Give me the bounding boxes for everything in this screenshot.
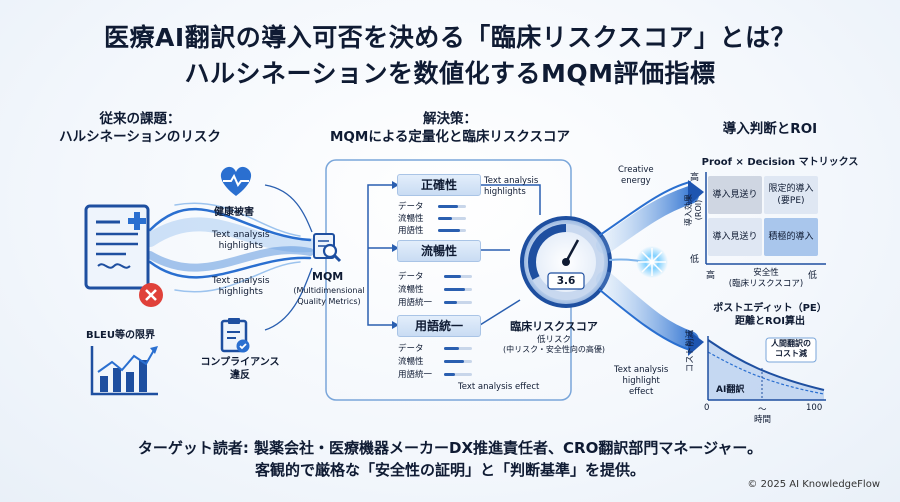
bar-chart-icon: [90, 346, 158, 396]
text-analysis-effect-label: Text analysis effect: [458, 382, 540, 392]
copyright: © 2025 AI KnowledgeFlow: [747, 479, 880, 490]
text-analysis-label-2: Text analysis highlights: [212, 276, 270, 297]
text-analysis-highlights-label: Text analysis highlights: [484, 176, 539, 197]
left-wave-streams: [143, 202, 317, 293]
metric-accuracy-item: 流暢性: [398, 214, 424, 224]
metric-fluency-item: 流暢性: [398, 285, 424, 295]
pe-x-tick-0: 0: [704, 403, 710, 413]
highlight-effect-label: Text analysis highlight effect: [614, 365, 669, 397]
error-x-icon: [139, 283, 163, 307]
matrix-x-low: 低: [808, 271, 818, 281]
pe-ai-label: AI翻訳: [716, 385, 745, 395]
problem-heading: 従来の課題： ハルシネーションのリスク: [59, 111, 221, 145]
metric-bar: [438, 229, 466, 232]
matrix-y-label: 導入効果 (ROI): [684, 194, 703, 226]
page-title: 医療AI翻訳の導入可否を決める「臨床リスクスコア」とは？: [104, 23, 796, 52]
metric-accuracy-item: データ: [398, 202, 424, 212]
metric-terminology-item: 用語統一: [398, 370, 433, 380]
document-icon: [84, 204, 150, 290]
pe-y-label: コスト削減: [685, 329, 696, 373]
pe-chart-title: ポストエディット（PE） 距離とROI算出: [713, 303, 827, 327]
metric-bar: [438, 217, 466, 220]
metric-bar: [438, 205, 466, 208]
metric-terminology-item: 流暢性: [398, 357, 424, 367]
risk-level-label: 低リスク: [536, 335, 571, 345]
matrix-x-high: 高: [706, 271, 716, 281]
pe-x-label: 時間: [754, 415, 772, 425]
metric-fluency-item: データ: [398, 272, 424, 282]
metric-fluency: 流暢性: [397, 240, 481, 262]
metric-bar: [444, 301, 472, 304]
pe-x-tick-100: 100: [806, 403, 823, 413]
pe-callout: 人間翻訳の コスト減: [771, 339, 811, 358]
burst-sparks: [638, 248, 666, 276]
metric-terminology-item: データ: [398, 344, 424, 354]
matrix-cell-skip: 導入見送り: [708, 176, 762, 214]
mqm-title: MQM: [312, 270, 344, 283]
gauge-value: 3.6: [556, 275, 576, 287]
matrix-cell-limited: 限定的導入 (要PE): [764, 176, 818, 214]
solution-heading: 解決策： MQMによる定量化と臨床リスクスコア: [329, 111, 571, 145]
text-analysis-label-1: Text analysis highlights: [212, 230, 270, 251]
matrix-cell-skip: 導入見送り: [708, 218, 762, 256]
decision-heading: 導入判断とROI: [722, 121, 818, 137]
matrix-y-high: 高: [690, 173, 700, 183]
metric-accuracy-item: 用語性: [398, 226, 424, 236]
metric-bar: [444, 373, 472, 376]
metric-fluency-item: 用語統一: [398, 298, 433, 308]
heart-pulse-icon: [220, 166, 252, 196]
bleu-limit-label: BLEU等の限界: [86, 330, 155, 341]
pe-x-tick-mid: ～: [758, 405, 767, 415]
creative-energy-label: Creative energy: [618, 165, 654, 186]
metric-bar: [444, 288, 472, 291]
health-harm-label: 健康被害: [214, 207, 254, 218]
matrix-title: Proof × Decision マトリックス: [701, 157, 859, 168]
metric-accuracy: 正確性: [397, 174, 481, 196]
magnifier-icon: [313, 233, 342, 263]
risk-gauge: [520, 216, 612, 308]
matrix-y-low: 低: [690, 255, 700, 265]
metric-bar: [444, 275, 472, 278]
mqm-subtitle: (Multidimensional Quality Metrics): [293, 286, 365, 306]
right-flow-streams: [596, 181, 699, 351]
pe-curve-chart: [707, 336, 826, 401]
page-subtitle: ハルシネーションを数値化するMQM評価指標: [184, 59, 716, 88]
value-statement: 客観的で厳格な「安全性の証明」と「判断基準」を提供。: [254, 461, 645, 479]
matrix-cell-active: 積極的導入: [764, 218, 818, 256]
metric-bar: [444, 347, 472, 350]
target-readers: ターゲット読者: 製薬会社・医療機器メーカーDX推進責任者、CRO翻訳部門マネー…: [137, 439, 763, 457]
matrix-x-label: 安全性 (臨床リスクスコア): [728, 268, 804, 289]
compliance-label: コンプライアンス 違反: [200, 357, 280, 381]
matrix-axes: [705, 172, 826, 265]
metric-terminology: 用語統一: [397, 315, 481, 337]
clipboard-check-icon: [220, 318, 250, 353]
risk-level-detail: (中リスク・安全性向の高優): [502, 345, 606, 354]
metric-bar: [444, 360, 472, 363]
clinical-risk-score-title: 臨床リスクスコア: [510, 320, 598, 333]
branch-arrows: [367, 184, 541, 326]
